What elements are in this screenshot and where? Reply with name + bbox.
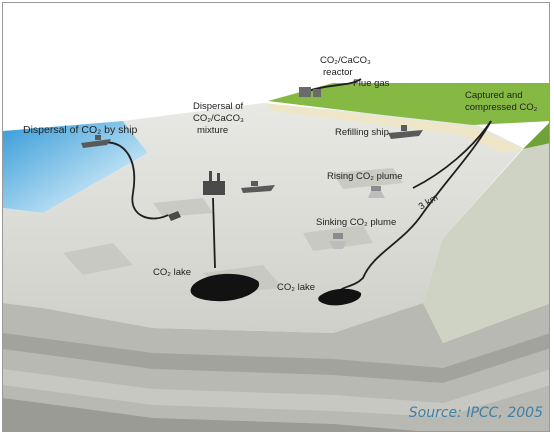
figure-frame: Dispersal of CO₂ by ship CO₂/CaCO₃ react… bbox=[2, 2, 550, 432]
rising-plume-marker bbox=[368, 186, 385, 198]
label-dispersal-mix-line2: CO₂/CaCO₃ bbox=[193, 113, 244, 124]
land-surface bbox=[268, 83, 549, 125]
continental-slope bbox=[423, 143, 549, 343]
pipeline-to-lake-right bbox=[337, 120, 492, 294]
label-dispersal-ship: Dispersal of CO₂ by ship bbox=[23, 124, 138, 136]
co2-lake-left bbox=[190, 273, 260, 302]
beach bbox=[265, 103, 523, 153]
platform bbox=[203, 171, 225, 195]
label-co2-lake-right: CO₂ lake bbox=[277, 282, 315, 293]
slope-green bbox=[523, 123, 549, 149]
label-sinking-plume: Sinking CO₂ plume bbox=[316, 217, 396, 228]
reactor bbox=[299, 87, 321, 97]
label-captured-line1: Captured and bbox=[465, 90, 523, 101]
label-co2-lake-left: CO₂ lake bbox=[153, 267, 191, 278]
label-refilling-ship: Refilling ship bbox=[335, 127, 389, 138]
pipeline-to-ship bbox=[97, 141, 169, 220]
label-reactor-line2: reactor bbox=[323, 67, 353, 78]
seabed-surface bbox=[3, 103, 523, 333]
label-dispersal-mix-line1: Dispersal of bbox=[193, 101, 244, 112]
pipeline-to-shore bbox=[412, 120, 492, 189]
sinking-plume-marker bbox=[329, 233, 347, 249]
ship-dispersal bbox=[81, 135, 111, 148]
label-flue-gas: Flue gas bbox=[353, 78, 390, 89]
ocean-storage-diagram: Dispersal of CO₂ by ship CO₂/CaCO₃ react… bbox=[3, 55, 549, 431]
pipe-end-ship bbox=[168, 211, 181, 221]
label-dispersal-mix-line3: mixture bbox=[197, 125, 228, 136]
platform-riser bbox=[212, 197, 216, 269]
source-caption: Source: IPCC, 2005 bbox=[408, 405, 543, 421]
refilling-ship bbox=[388, 125, 423, 139]
co2-lake-right bbox=[318, 288, 362, 306]
ship-mixture bbox=[241, 181, 275, 193]
label-captured-line2: compressed CO₂ bbox=[465, 102, 538, 113]
label-reactor-line1: CO₂/CaCO₃ bbox=[320, 55, 371, 66]
sea-surface bbox=[3, 121, 148, 213]
label-rising-plume: Rising CO₂ plume bbox=[327, 171, 403, 182]
